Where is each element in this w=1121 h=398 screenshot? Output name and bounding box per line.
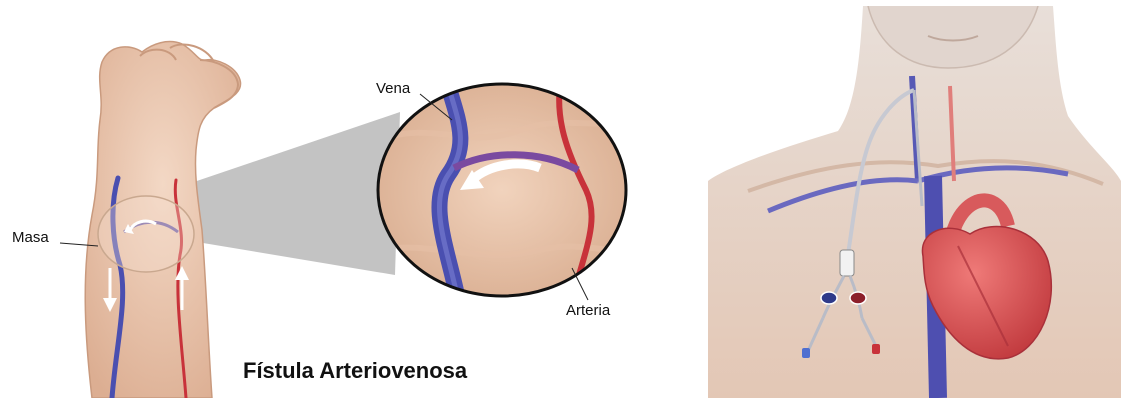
chest-catheter-illustration xyxy=(708,6,1121,398)
torso xyxy=(708,6,1121,398)
red-connector xyxy=(872,344,880,354)
catheter-hub xyxy=(840,250,854,276)
red-clamp-icon xyxy=(850,292,866,304)
figure-title: Fístula Arteriovenosa xyxy=(243,358,468,383)
zoom-inset xyxy=(378,84,640,300)
chest-catheter-svg xyxy=(708,6,1121,398)
blue-clamp-icon xyxy=(821,292,837,304)
mass-region xyxy=(98,196,194,272)
vein-label: Vena xyxy=(376,80,411,97)
av-fistula-illustration: Masa Vena Arte xyxy=(0,0,700,398)
av-fistula-svg: Masa Vena Arte xyxy=(0,0,700,398)
blue-connector xyxy=(802,348,810,358)
mass-label: Masa xyxy=(12,229,49,246)
artery-label: Arteria xyxy=(566,302,611,319)
zoom-wedge xyxy=(185,112,400,275)
